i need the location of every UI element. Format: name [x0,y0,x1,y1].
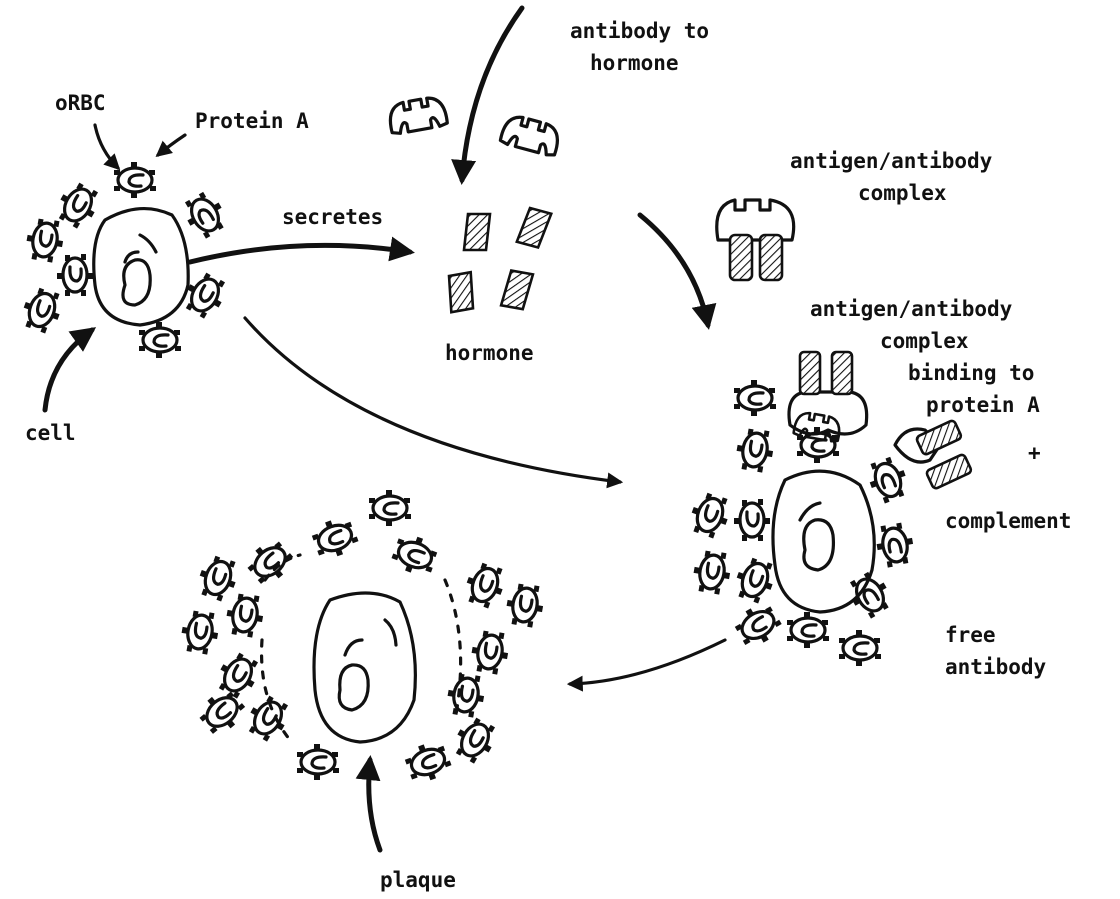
arrow-to-binding [640,215,708,325]
label-antibody-line1: antibody to [570,19,709,43]
arrow-antibody [462,8,522,180]
cell-nucleus [123,260,150,305]
label-protein-a: Protein A [195,109,309,133]
arrow-plaque [369,760,380,850]
label-free-line2: antibody [945,655,1047,679]
arrow-orbc [95,125,118,168]
label-plus: + [1028,441,1041,465]
hormone-group [445,207,551,312]
label-orbc: oRBC [55,91,106,115]
arrow-protein-a [158,135,185,155]
label-binding-line1: antigen/antibody [810,297,1013,321]
label-binding-line4: protein A [926,393,1040,417]
label-cell: cell [25,421,76,445]
label-secretes: secretes [282,205,383,229]
label-binding-line2: complex [880,329,969,353]
cell-body [94,209,188,325]
plaque-cluster [179,490,547,786]
label-antibody-line2: hormone [590,51,679,75]
label-hormone: hormone [445,341,534,365]
label-free-line1: free [945,623,996,647]
arrow-to-plaque [570,640,725,684]
label-complement: complement [945,509,1071,533]
label-binding-line3: binding to [908,361,1034,385]
arrow-cell-to-binding [245,318,620,482]
label-plaque: plaque [380,868,456,892]
arrow-cell [45,330,92,410]
antigen-antibody-complex [717,200,794,280]
label-complex-line2: complex [858,181,947,205]
label-complex-line1: antigen/antibody [790,149,993,173]
arrow-secretes [190,245,410,262]
